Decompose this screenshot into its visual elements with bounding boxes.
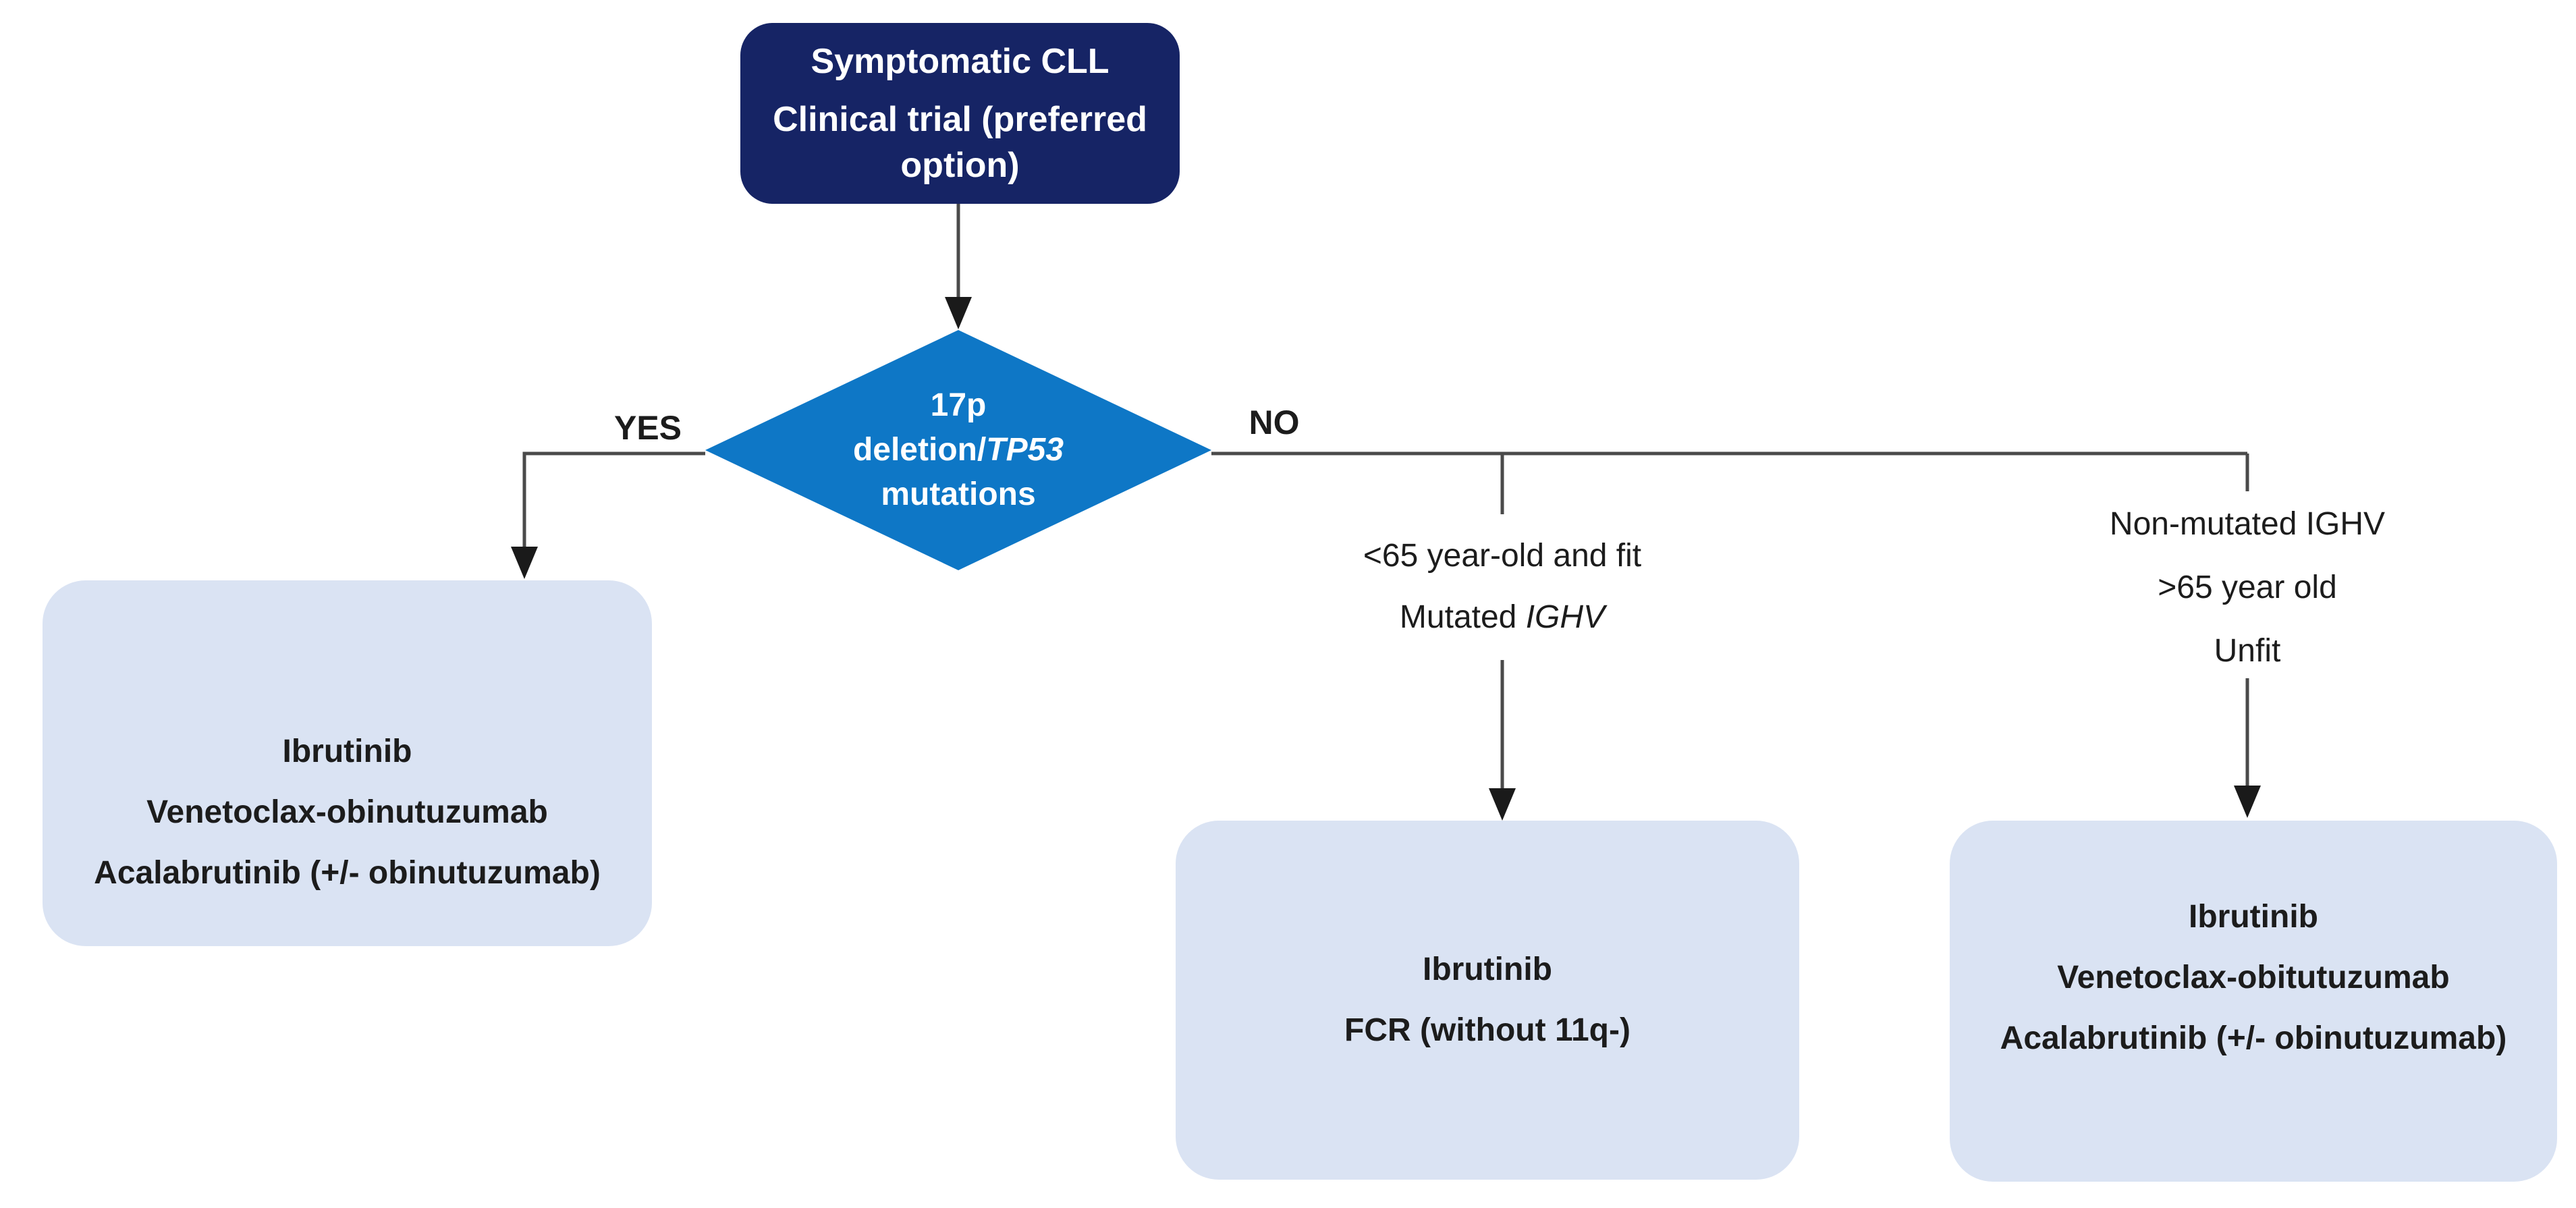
arrowhead-into-right-box-icon	[2234, 786, 2261, 818]
decision-line2-gene: TP53	[986, 432, 1064, 468]
arrowhead-into-left-box-icon	[511, 547, 538, 579]
arrowhead-into-middle-box-icon	[1489, 788, 1516, 821]
treatment-line: Ibrutinib	[2189, 898, 2318, 935]
condition-fit-line2-gene: IGHV	[1525, 599, 1606, 635]
arrowhead-into-decision-icon	[945, 297, 972, 329]
treatment-line: Ibrutinib	[1423, 952, 1552, 987]
condition-fit-line2: Mutated IGHV	[1293, 586, 1711, 648]
condition-unfit-nonmutated: Non-mutated IGHV >65 year old Unfit	[2038, 493, 2457, 683]
outcome-box-fit: Ibrutinib FCR (without 11q-)	[1176, 821, 1799, 1180]
condition-unfit-line1: Non-mutated IGHV	[2109, 506, 2386, 542]
decision-line1: 17p	[930, 387, 987, 423]
treatment-line: Acalabrutinib (+/- obinutuzumab)	[94, 855, 601, 891]
start-node-line2: Clinical trial (preferred option)	[773, 100, 1147, 185]
condition-fit-line1: <65 year-old and fit	[1363, 538, 1642, 574]
treatment-line: Ibrutinib	[282, 734, 412, 769]
treatment-line: Acalabrutinib (+/- obinutuzumab)	[2000, 1020, 2507, 1056]
yes-edge-label: YES	[613, 409, 682, 447]
no-edge-label: NO	[1249, 404, 1300, 441]
start-node: Symptomatic CLL Clinical trial (preferre…	[740, 23, 1180, 204]
start-node-line1: Symptomatic CLL	[811, 42, 1109, 81]
outcome-box-del17p: Ibrutinib Venetoclax-obinutuzumab Acalab…	[43, 580, 652, 946]
treatment-line: FCR (without 11q-)	[1344, 1012, 1630, 1048]
condition-fit-line2-prefix: Mutated	[1399, 599, 1526, 635]
condition-fit-mutated: <65 year-old and fit Mutated IGHV	[1293, 525, 1711, 648]
decision-node: 17p deletion/TP53 mutations	[705, 330, 1211, 570]
condition-unfit-line3: Unfit	[2214, 633, 2281, 669]
treatment-line: Venetoclax-obinutuzumab	[146, 794, 548, 830]
connector-yes-branch	[522, 451, 705, 548]
decision-line3: mutations	[881, 476, 1036, 512]
decision-line2: deletion/TP53	[853, 428, 1064, 472]
condition-unfit-line2: >65 year old	[2158, 570, 2337, 605]
outcome-box-unfit: Ibrutinib Venetoclax-obitutuzumab Acalab…	[1950, 821, 2557, 1182]
treatment-line: Venetoclax-obitutuzumab	[2057, 959, 2450, 995]
decision-node-text: 17p deletion/TP53 mutations	[705, 330, 1211, 570]
decision-line2-prefix: deletion/	[852, 432, 987, 468]
